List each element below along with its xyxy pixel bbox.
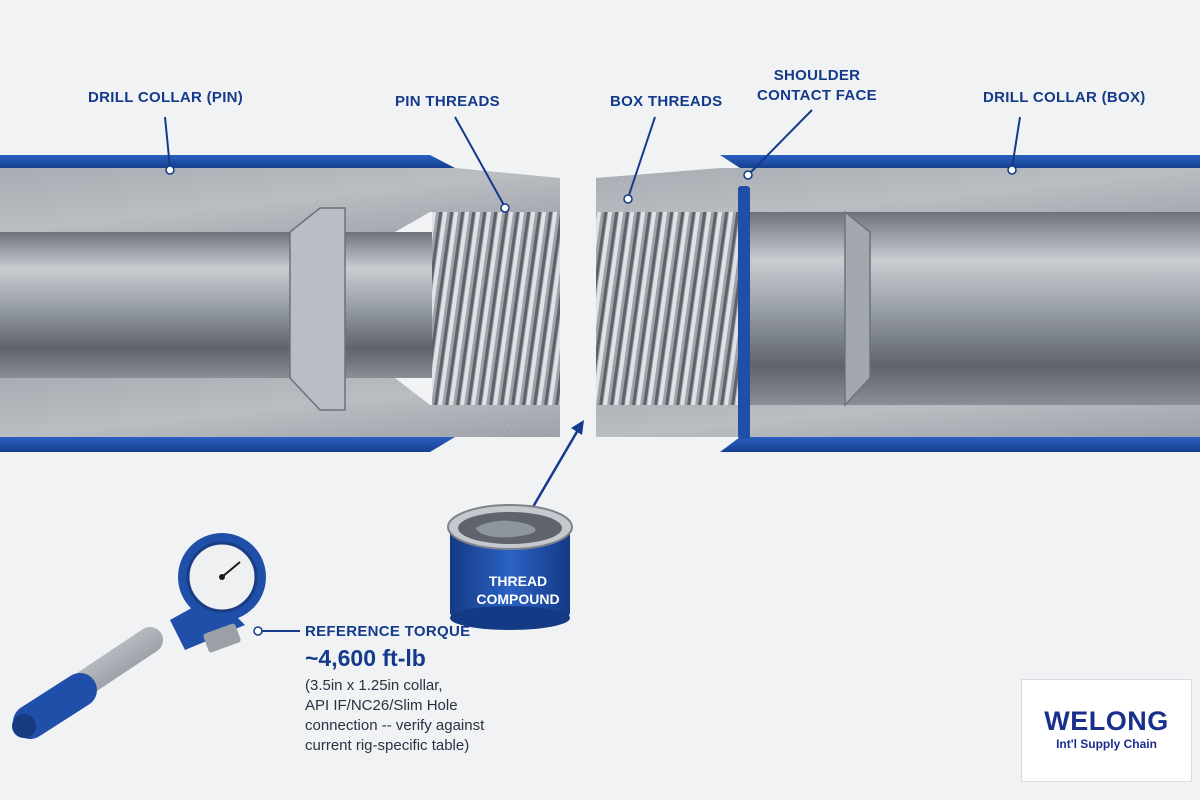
leader-box-threads xyxy=(627,116,656,199)
compound-label-line1: THREAD xyxy=(488,573,548,589)
box-outer-blue-top xyxy=(720,155,1200,168)
box-outer-blue-bottom xyxy=(720,437,1200,452)
torque-value: ~4,600 ft-lb xyxy=(305,645,426,671)
logo-main-text: WELONG xyxy=(1044,706,1169,736)
compound-arrow xyxy=(528,420,584,513)
leader-shoulder xyxy=(747,109,813,176)
box-thread-region xyxy=(596,212,740,405)
leader-drill-collar-box xyxy=(1011,116,1021,169)
pin-thread-region xyxy=(432,212,560,405)
leader-pin-threads xyxy=(454,116,506,208)
label-pin-threads: PIN THREADS xyxy=(395,93,500,110)
pin-collar xyxy=(0,155,560,452)
torque-note-line: current rig-specific table) xyxy=(305,737,470,754)
leader-dots xyxy=(165,165,1017,636)
label-drill-collar-pin: DRILL COLLAR (PIN) xyxy=(88,89,244,106)
leader-drill-collar-pin xyxy=(164,116,171,169)
label-box-threads: BOX THREADS xyxy=(610,93,723,110)
pin-outer-blue-bottom xyxy=(0,437,455,452)
label-drill-collar-box: DRILL COLLAR (BOX) xyxy=(983,89,1146,106)
shoulder-contact-face xyxy=(738,186,750,439)
label-shoulder-line2: CONTACT FACE xyxy=(757,87,877,104)
label-shoulder-contact-face: SHOULDER CONTACT FACE xyxy=(757,66,877,106)
label-shoulder-line1: SHOULDER xyxy=(773,67,861,84)
welong-logo: WELONG Int'l Supply Chain xyxy=(1021,679,1192,782)
leader-lines xyxy=(164,109,1021,632)
compound-can-icon xyxy=(447,504,573,630)
pin-outer-blue-top xyxy=(0,155,455,168)
torque-note-line: (3.5in x 1.25in collar, xyxy=(305,677,443,694)
torque-note: (3.5in x 1.25in collar, API IF/NC26/Slim… xyxy=(305,676,484,756)
torque-title: REFERENCE TORQUE xyxy=(305,623,471,640)
compound-label-line2: COMPOUND xyxy=(476,591,560,607)
box-collar xyxy=(596,155,1200,452)
compound-label: THREAD COMPOUND xyxy=(463,572,573,608)
gauge-icon xyxy=(178,533,266,621)
torque-note-line: connection -- verify against xyxy=(305,717,485,734)
pin-bore-step xyxy=(289,207,346,411)
box-bore-step xyxy=(844,210,871,407)
torque-wrench-icon xyxy=(12,533,266,739)
torque-reference: REFERENCE TORQUE ~4,600 ft-lb (3.5in x 1… xyxy=(305,622,484,756)
torque-note-line: API IF/NC26/Slim Hole xyxy=(305,697,458,714)
logo-sub-text: Int'l Supply Chain xyxy=(1056,737,1157,751)
